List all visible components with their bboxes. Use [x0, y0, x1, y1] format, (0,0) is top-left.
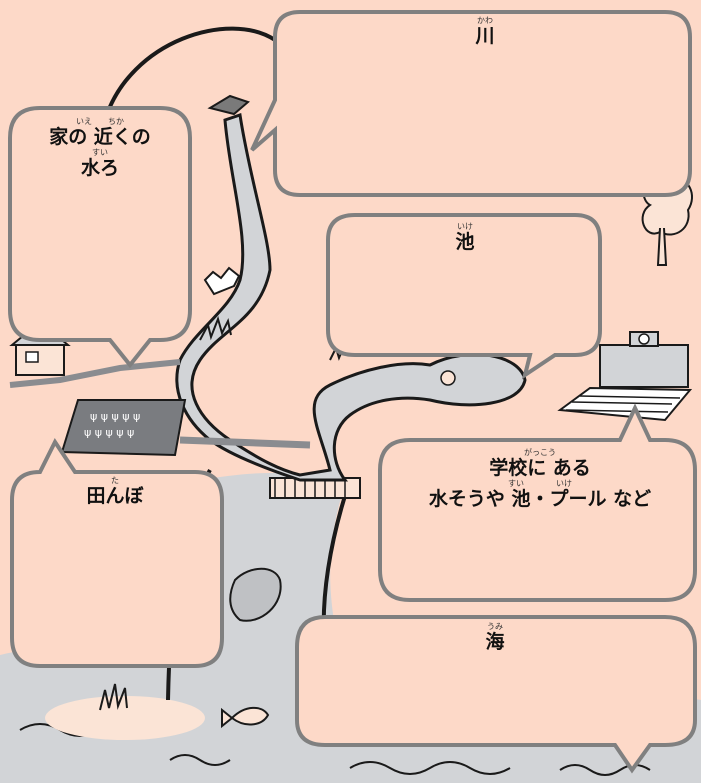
- tanbo-title: 田んぼ: [86, 485, 144, 507]
- kawa-ruby: かわ: [477, 16, 493, 25]
- suiro-label: いえ ちか 家の 近くの すい 水ろ: [20, 117, 180, 179]
- bubble-tanbo: [10, 438, 224, 668]
- umi-ruby: うみ: [487, 622, 503, 631]
- suiro-title-line-1: 家の 近くの: [49, 126, 151, 148]
- gakko-ruby-1: がっこう: [524, 448, 556, 457]
- ike-ruby: いけ: [457, 222, 473, 231]
- tanbo-label: た 田んぼ: [50, 476, 180, 507]
- suiro-ruby-2: すい: [92, 148, 108, 157]
- umi-label: うみ 海: [430, 622, 560, 653]
- umi-title: 海: [485, 631, 505, 653]
- kawa-title: 川: [475, 25, 495, 47]
- beach: [45, 683, 205, 740]
- bubble-umi: [295, 615, 697, 774]
- svg-text:ψ ψ ψ ψ ψ: ψ ψ ψ ψ ψ: [90, 410, 140, 423]
- suiro-ruby-1: いえ ちか: [76, 117, 124, 126]
- gakko-title-line-1: 学校に ある: [489, 457, 591, 479]
- school: [557, 331, 693, 422]
- ike-label: いけ 池: [400, 222, 530, 253]
- bubble-gakko: [378, 403, 697, 602]
- bubble-kawa: [250, 10, 692, 197]
- rice-paddy: ψ ψ ψ ψ ψ ψ ψ ψ ψ ψ: [60, 399, 187, 457]
- bubble-suiro: [8, 106, 192, 369]
- gakko-ruby-2: すい いけ: [508, 479, 572, 488]
- kawa-label: かわ 川: [420, 16, 550, 47]
- ike-title: 池: [455, 231, 475, 253]
- bubble-ike: [326, 213, 602, 380]
- gakko-title-line-2: 水そうや 池・プール など: [428, 488, 652, 510]
- gakko-label: がっこう 学校に ある すい いけ 水そうや 池・プール など: [390, 448, 690, 510]
- tanbo-ruby: た: [111, 476, 119, 485]
- speech-bubbles: [8, 10, 697, 774]
- suiro-title-line-2: 水ろ: [80, 157, 119, 179]
- svg-text:ψ ψ ψ ψ ψ: ψ ψ ψ ψ ψ: [84, 426, 134, 439]
